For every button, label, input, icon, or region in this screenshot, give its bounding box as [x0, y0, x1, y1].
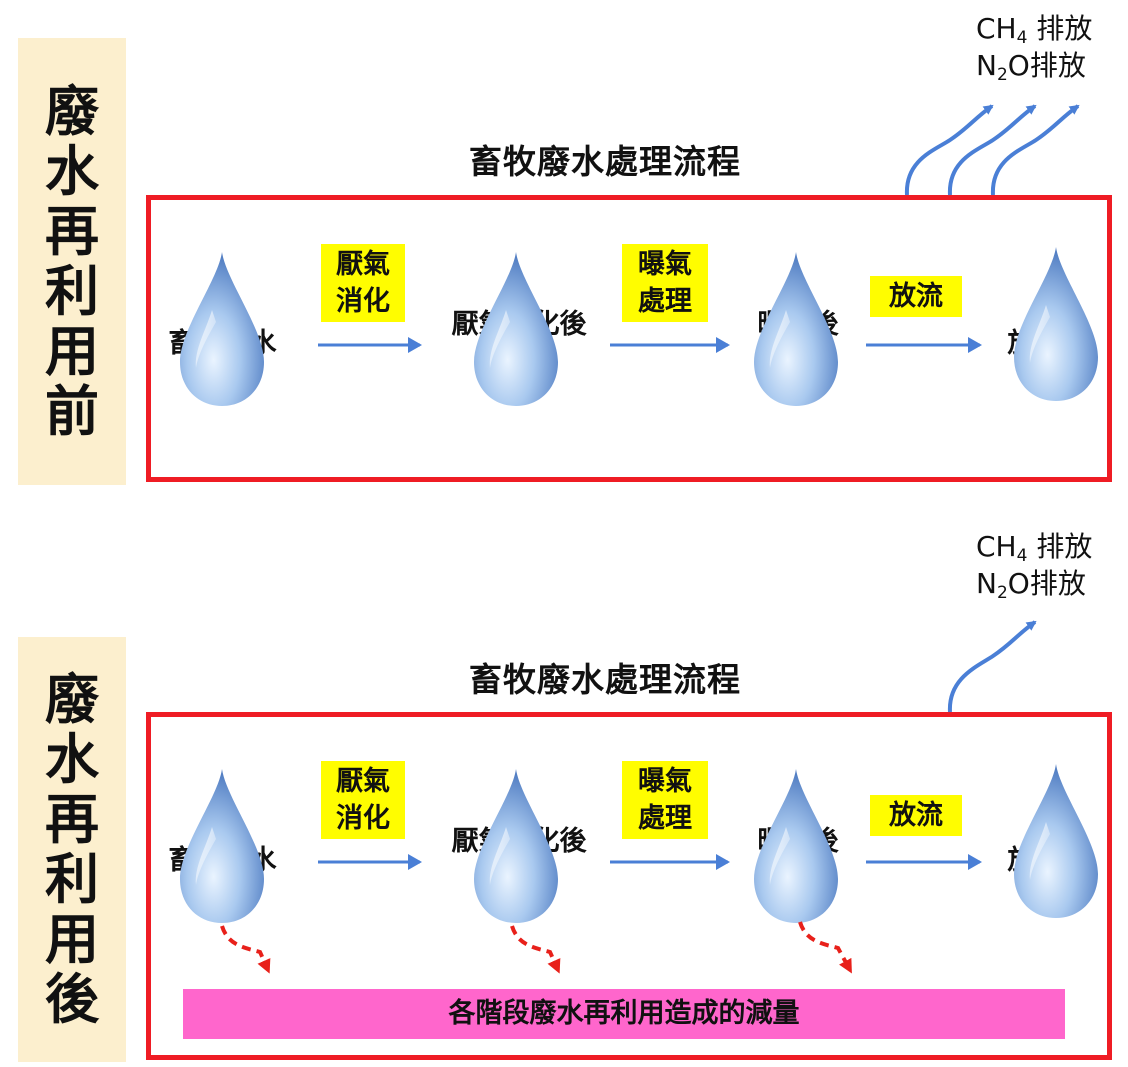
side-char: 水: [45, 139, 99, 203]
reuse-arrow: [798, 921, 852, 974]
step-discharge: 放流: [870, 276, 962, 317]
emission-arrow: [947, 620, 1037, 713]
side-char: 用: [45, 907, 99, 971]
step-discharge: 放流: [870, 795, 962, 836]
flow-heading: 畜牧廢水處理流程: [469, 660, 741, 699]
n2o-tail: O排放: [1007, 567, 1086, 600]
side-char: 廢: [45, 79, 99, 143]
flow-heading: 畜牧廢水處理流程: [469, 142, 741, 181]
n2o-tail: O排放: [1007, 49, 1086, 82]
ch4-text: CH: [976, 12, 1017, 45]
n2o-text: N: [976, 567, 997, 600]
ch4-tail: 排放: [1027, 12, 1093, 45]
water-drop-icon: [754, 769, 838, 923]
step-aeration: 曝氣 處理: [622, 244, 708, 322]
n2o-subscript: 2: [996, 583, 1008, 603]
side-char: 用: [45, 319, 99, 383]
side-char: 前: [45, 379, 99, 443]
water-drop-icon: [1014, 247, 1098, 401]
emission-arrow: [947, 104, 1037, 196]
side-char: 水: [45, 727, 99, 791]
emissions-label: CH4 排放 N2O排放: [976, 10, 1116, 84]
side-label-before: 廢 水 再 利 用 前: [18, 38, 126, 485]
side-char: 後: [45, 967, 99, 1031]
ch4-subscript: 4: [1016, 28, 1028, 48]
water-drop-icon: [474, 769, 558, 923]
process-frame: [146, 712, 1112, 1060]
step-anaerobic: 厭氣 消化: [321, 244, 405, 322]
process-frame: [146, 195, 1112, 482]
side-char: 利: [45, 259, 99, 323]
ch4-subscript: 4: [1016, 546, 1028, 566]
step-aeration: 曝氣 處理: [622, 761, 708, 839]
reuse-arrow: [220, 925, 271, 974]
ch4-text: CH: [976, 530, 1017, 563]
n2o-text: N: [976, 49, 997, 82]
water-drop-icon: [180, 252, 264, 406]
side-char: 利: [45, 847, 99, 911]
ch4-tail: 排放: [1027, 530, 1093, 563]
water-drop-icon: [1014, 764, 1098, 918]
reuse-arrow: [510, 925, 561, 974]
side-char: 再: [45, 787, 99, 851]
reduction-bar: 各階段廢水再利用造成的減量: [183, 989, 1065, 1039]
step-anaerobic: 厭氣 消化: [321, 761, 405, 839]
side-char: 廢: [45, 667, 99, 731]
water-drop-icon: [754, 252, 838, 406]
water-drop-icon: [180, 769, 264, 923]
n2o-subscript: 2: [996, 65, 1008, 85]
side-char: 再: [45, 199, 99, 263]
emissions-label: CH4 排放 N2O排放: [976, 528, 1116, 602]
water-drop-icon: [474, 252, 558, 406]
emission-arrow: [990, 104, 1080, 196]
emission-arrow: [904, 104, 994, 196]
side-label-after: 廢 水 再 利 用 後: [18, 637, 126, 1062]
